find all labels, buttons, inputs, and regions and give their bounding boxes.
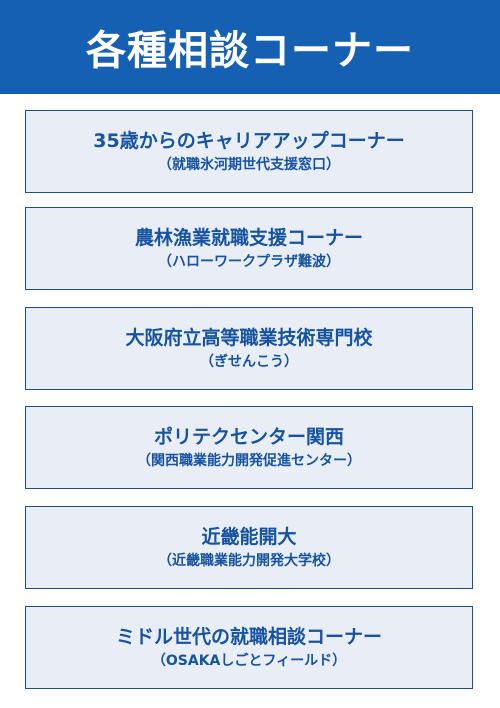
corner-title: 近畿能開大 bbox=[201, 525, 297, 548]
corner-title: 農林漁業就職支援コーナー bbox=[134, 226, 363, 249]
corner-subtitle: （ハローワークプラザ難波） bbox=[158, 253, 340, 270]
corner-card-gisenko[interactable]: 大阪府立高等職業技術専門校 （ぎせんこう） bbox=[25, 307, 473, 390]
corner-card-kinki-nokaidai[interactable]: 近畿能開大 （近畿職業能力開発大学校） bbox=[25, 506, 473, 589]
corner-card-agriculture[interactable]: 農林漁業就職支援コーナー （ハローワークプラザ難波） bbox=[25, 207, 473, 290]
corner-subtitle: （ぎせんこう） bbox=[200, 353, 298, 370]
corner-subtitle: （近畿職業能力開発大学校） bbox=[158, 552, 340, 569]
corner-subtitle: （OSAKAしごとフィールド） bbox=[151, 652, 347, 669]
corner-card-middle-generation[interactable]: ミドル世代の就職相談コーナー （OSAKAしごとフィールド） bbox=[25, 606, 473, 689]
corner-subtitle: （関西職業能力開発促進センター） bbox=[137, 452, 361, 469]
corner-title: 大阪府立高等職業技術専門校 bbox=[125, 326, 373, 349]
corner-title: ミドル世代の就職相談コーナー bbox=[115, 625, 382, 648]
corner-title: 35歳からのキャリアアップコーナー bbox=[93, 129, 405, 152]
corner-title: ポリテクセンター関西 bbox=[153, 425, 344, 448]
corner-card-career-up[interactable]: 35歳からのキャリアアップコーナー （就職氷河期世代支援窓口） bbox=[25, 110, 473, 193]
corner-subtitle: （就職氷河期世代支援窓口） bbox=[158, 156, 340, 173]
page-title: 各種相談コーナー bbox=[86, 28, 414, 74]
corner-card-polytech[interactable]: ポリテクセンター関西 （関西職業能力開発促進センター） bbox=[25, 406, 473, 489]
page-header: 各種相談コーナー bbox=[0, 0, 500, 94]
